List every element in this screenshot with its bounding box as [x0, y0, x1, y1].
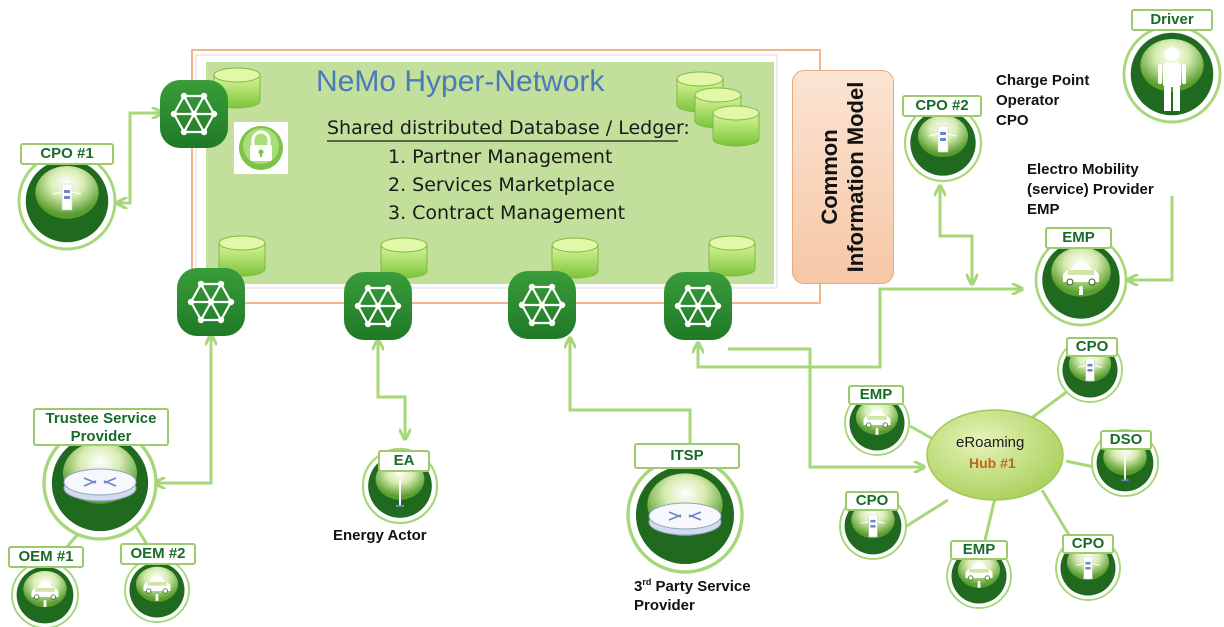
label-trustee-service-provider: Trustee Service Provider: [33, 408, 169, 446]
label-hub-cpo-left: CPO: [845, 491, 899, 511]
caption-cpo-line2: Operator: [996, 92, 1060, 109]
label-hub-cpo-bottom: CPO: [1062, 534, 1114, 554]
connector-cpo2: [940, 188, 972, 282]
connector-ea: [378, 342, 405, 437]
label-hub-cpo-top: CPO: [1066, 337, 1118, 357]
common-information-model: Common Information Model: [792, 70, 894, 284]
common-information-model-label: Common Information Model: [817, 81, 868, 273]
hub-label-line2: Hub #1: [969, 455, 1016, 471]
label-hub-emp-bottom: EMP: [950, 540, 1008, 560]
caption-cpo-line1: Charge Point: [996, 72, 1090, 89]
lock-icon: [234, 122, 288, 174]
connector-trustee: [157, 337, 211, 483]
caption-energy-actor: Energy Actor: [333, 527, 427, 544]
hub-label-line1: eRoaming: [956, 434, 1025, 451]
ledger-item-services-marketplace: 2. Services Marketplace: [388, 174, 615, 196]
label-driver: Driver: [1131, 9, 1213, 31]
caption-emp-line2: (service) Provider: [1027, 181, 1154, 198]
eroaming-hub: [926, 409, 1064, 501]
caption-emp-line3: EMP: [1027, 201, 1060, 218]
connector-emp: [698, 289, 1020, 369]
ledger-heading: Shared distributed Database / Ledger:: [327, 117, 690, 139]
label-emp: EMP: [1045, 227, 1112, 249]
connectors: [64, 113, 1174, 549]
label-hub-emp-left: EMP: [848, 385, 904, 405]
connector-cpo1: [119, 113, 160, 203]
connector-hub: [728, 347, 922, 467]
label-cpo2: CPO #2: [902, 95, 982, 117]
label-itsp: ITSP: [634, 443, 740, 469]
ledger-item-contract-management: 3. Contract Management: [388, 202, 626, 224]
caption-cpo-line3: CPO: [996, 112, 1029, 129]
caption-emp-line1: Electro Mobility: [1027, 161, 1139, 178]
connector-driver: [1130, 196, 1174, 280]
label-oem2: OEM #2: [120, 543, 196, 565]
label-oem1: OEM #1: [8, 546, 84, 568]
ledger-item-partner-management: 1. Partner Management: [388, 146, 613, 168]
connector-itsp: [570, 340, 692, 448]
label-ea: EA: [378, 450, 430, 472]
caption-third-party-line2: Provider: [634, 597, 695, 614]
label-cpo1: CPO #1: [20, 143, 114, 165]
hyper-network-title: NeMo Hyper-Network: [316, 65, 605, 98]
label-hub-dso: DSO: [1100, 430, 1152, 450]
caption-third-party-line1: 3rd Party Service: [634, 577, 751, 595]
